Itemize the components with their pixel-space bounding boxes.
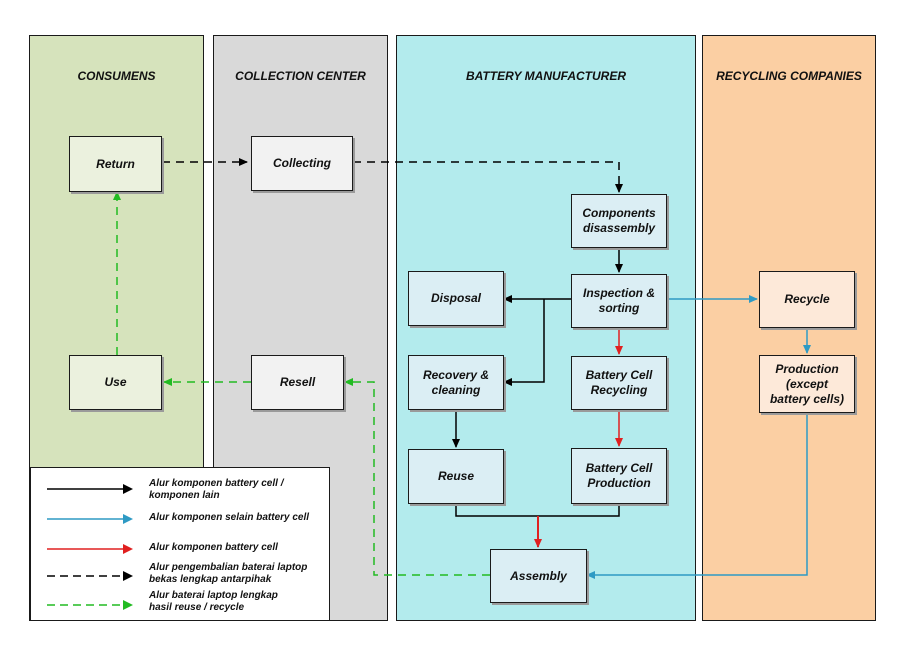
legend-label: Alur komponen battery cell xyxy=(149,542,278,553)
node-battery-cell-production: Battery Cell Production xyxy=(571,448,667,504)
legend-label: Alur komponen selain battery cell xyxy=(149,512,310,523)
lane-battery-manufacturer: BATTERY MANUFACTURER xyxy=(396,35,696,621)
flow-inspection-to-recovery xyxy=(503,299,545,386)
node-battery-cell-recycling: Battery Cell Recycling xyxy=(571,356,667,410)
node-reuse: Reuse xyxy=(408,449,504,504)
lane-title: BATTERY MANUFACTURER xyxy=(465,69,626,83)
flow-reuse-to-assembly xyxy=(455,504,538,517)
legend-item-blue: Alur komponen selain battery cell xyxy=(31,504,329,534)
legend-item-green-dashed: Alur baterai laptop lengkap hasil reuse … xyxy=(31,590,329,620)
lane-title: COLLECTION CENTER xyxy=(235,69,366,83)
legend-swatch-blue-arrow xyxy=(47,514,133,524)
legend-item-red: Alur komponen battery cell xyxy=(31,534,329,564)
lane-title: RECYCLING COMPANIES xyxy=(716,69,862,83)
node-return: Return xyxy=(69,136,162,192)
lane-recycling-companies: RECYCLING COMPANIES xyxy=(702,35,876,621)
legend-label: Alur baterai laptop lengkap hasil reuse … xyxy=(149,590,278,613)
legend: Alur komponen battery cell / komponen la… xyxy=(30,467,330,621)
legend-swatch-red-arrow xyxy=(47,544,133,554)
flow-assembly-to-resell xyxy=(344,378,490,576)
node-resell: Resell xyxy=(251,355,344,410)
legend-swatch-black-dashed-arrow xyxy=(47,571,133,581)
node-inspection-sorting: Inspection & sorting xyxy=(571,274,667,328)
node-assembly: Assembly xyxy=(490,549,587,603)
legend-item-black-dashed: Alur pengembalian baterai laptop bekas l… xyxy=(31,561,329,591)
flow-collecting-to-disassembly xyxy=(353,161,623,193)
node-recycle: Recycle xyxy=(759,271,855,328)
node-collecting: Collecting xyxy=(251,136,353,191)
legend-label: Alur pengembalian baterai laptop bekas l… xyxy=(149,562,308,585)
flow-production-to-assembly-blue xyxy=(586,413,808,579)
node-use: Use xyxy=(69,355,162,410)
node-components-disassembly: Components disassembly xyxy=(571,194,667,248)
node-recovery-cleaning: Recovery & cleaning xyxy=(408,355,504,410)
lane-title: CONSUMENS xyxy=(77,69,156,83)
legend-swatch-black-arrow xyxy=(47,484,133,494)
node-production-except-battery-cells: Production (except battery cells) xyxy=(759,355,855,413)
node-disposal: Disposal xyxy=(408,271,504,326)
legend-label: Alur komponen battery cell / komponen la… xyxy=(149,478,284,501)
legend-item-black: Alur komponen battery cell / komponen la… xyxy=(31,474,329,504)
flow-production-to-assembly-black xyxy=(538,504,620,517)
legend-swatch-green-dashed-arrow xyxy=(47,600,133,610)
